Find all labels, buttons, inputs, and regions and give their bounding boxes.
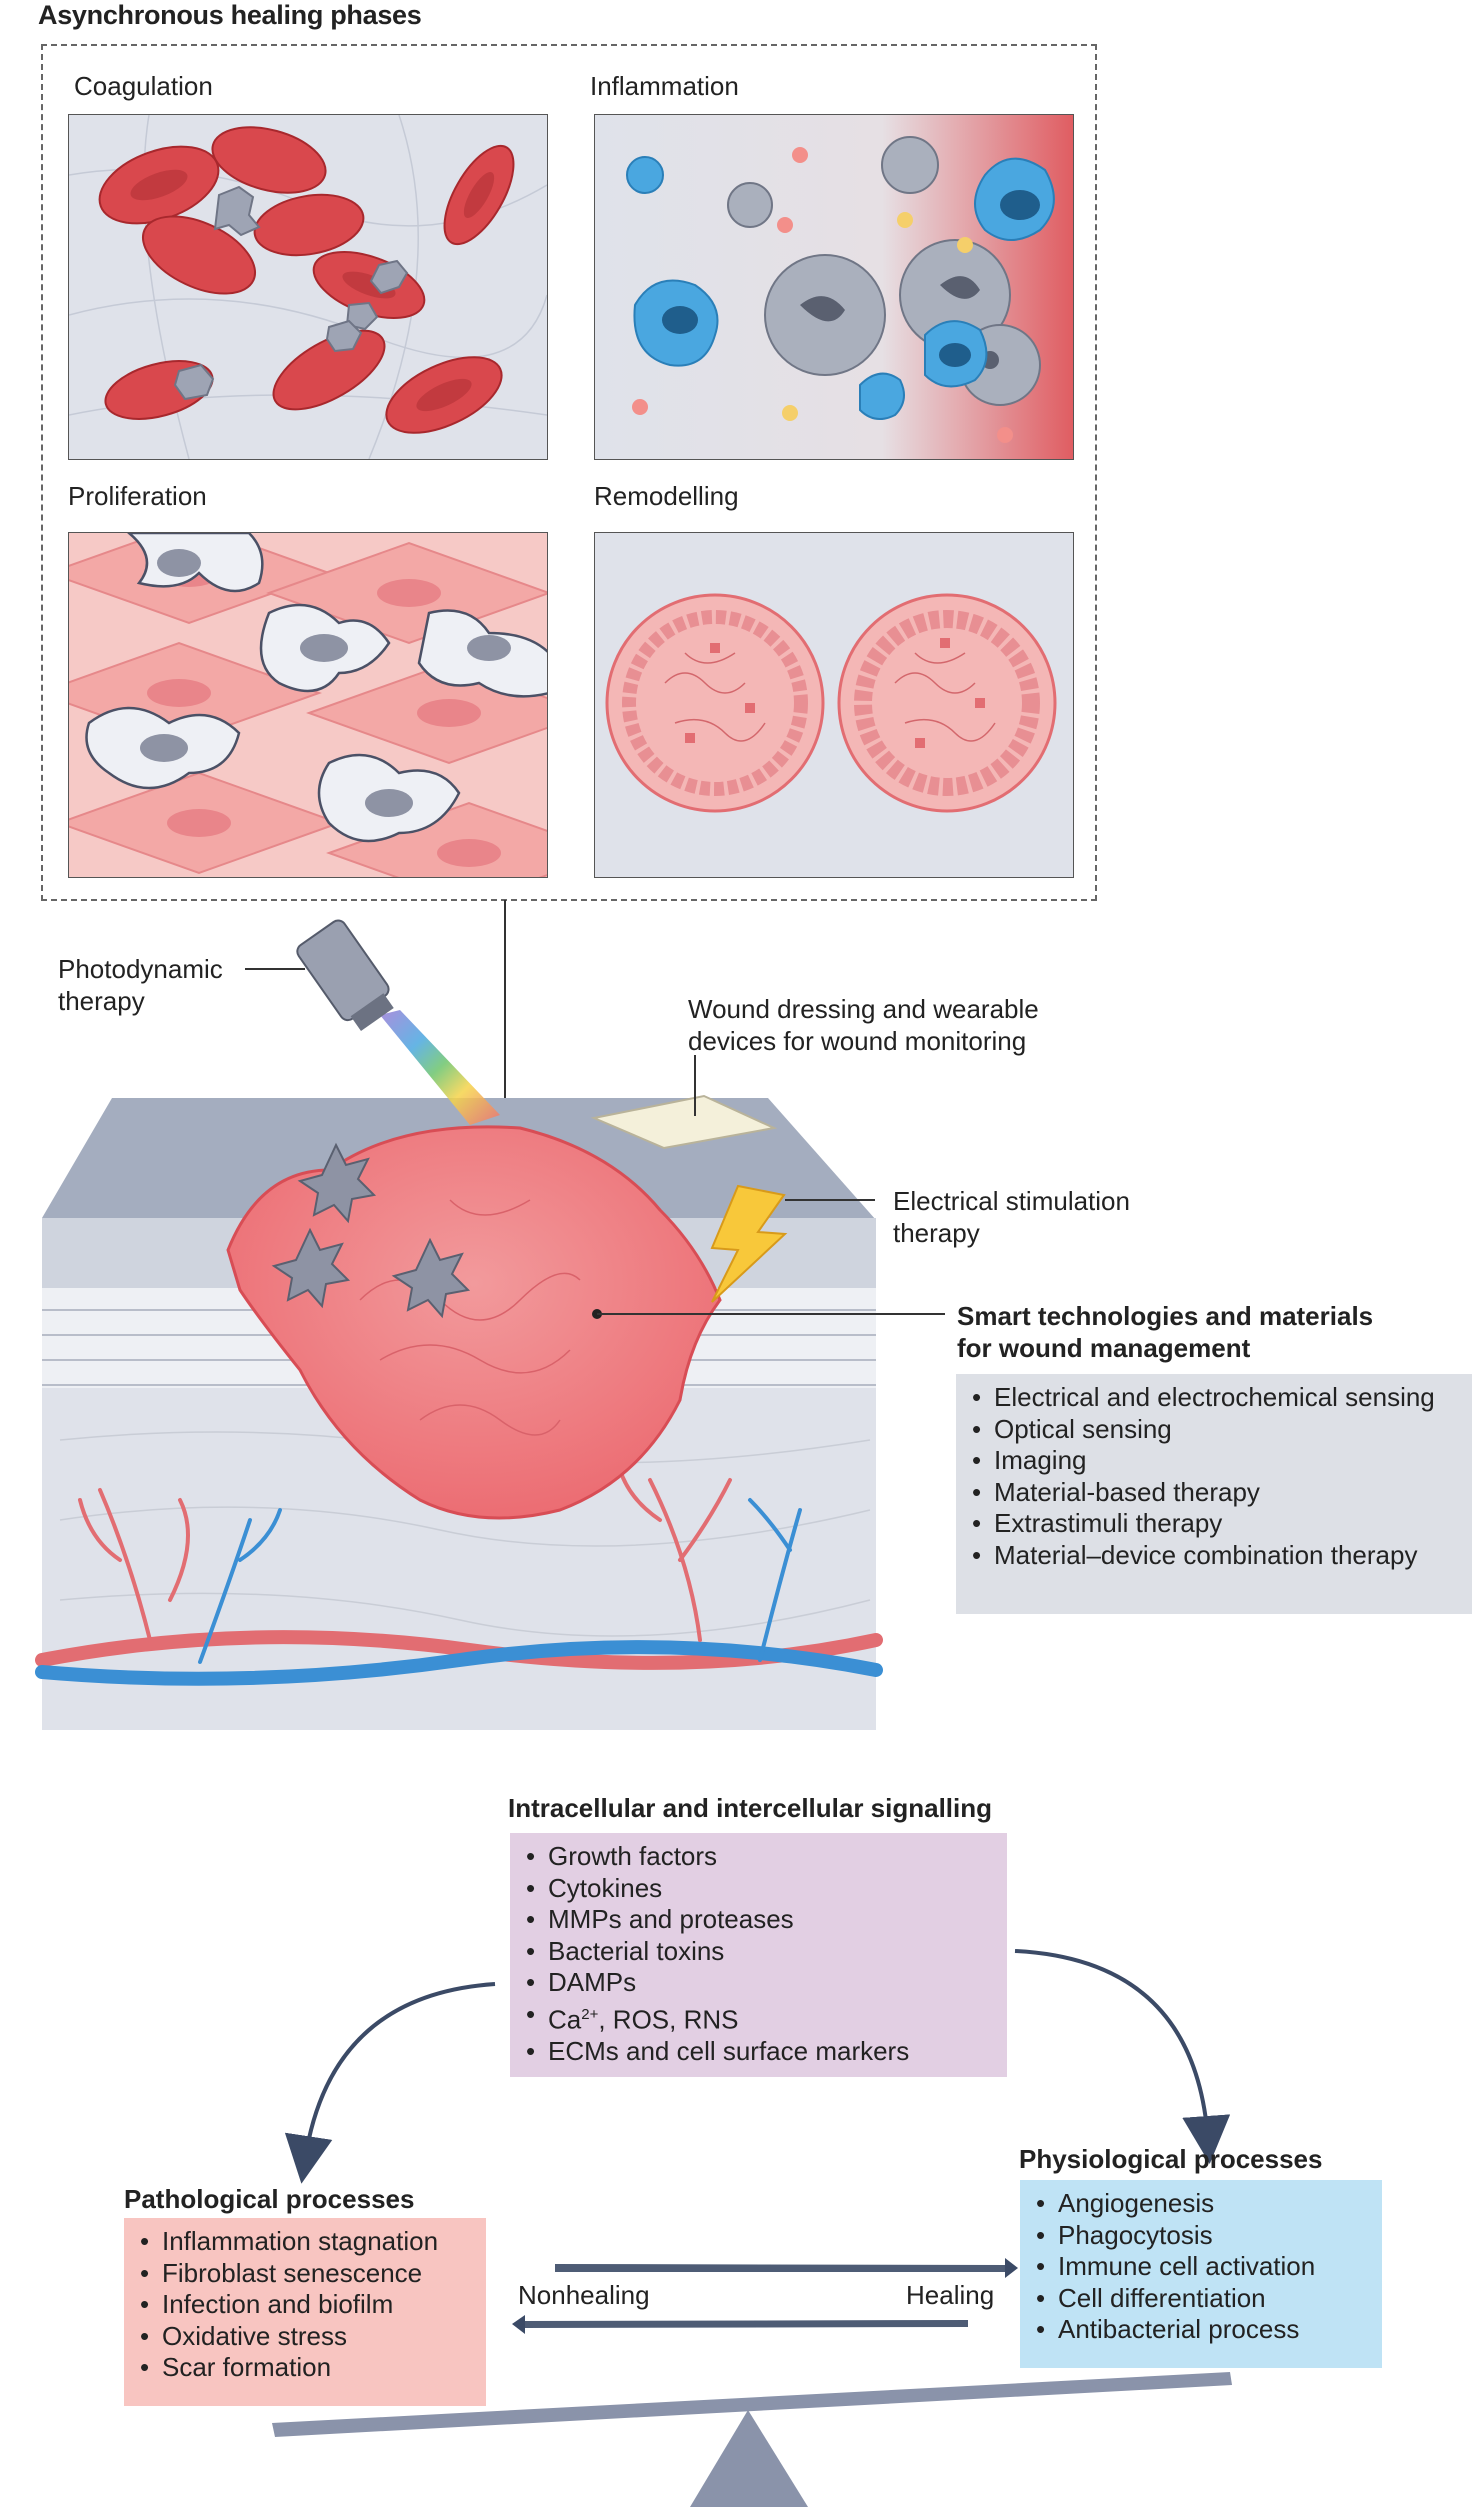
healing-label: Healing — [906, 2280, 995, 2310]
healing-arrow-shaft — [555, 2264, 1005, 2272]
stem-cells — [85, 533, 547, 843]
smart-item: Material–device combination therapy — [972, 1540, 1456, 1572]
nonhealing-arrowhead — [512, 2315, 525, 2334]
nonhealing-label: Nonhealing — [518, 2280, 650, 2310]
signalling-item: Growth factors — [526, 1841, 991, 1873]
remodelling-panel — [594, 532, 1074, 878]
pathological-item: Scar formation — [140, 2352, 470, 2384]
smart-item: Extrastimuli therapy — [972, 1508, 1456, 1540]
smart-title-line1: Smart technologies and materials — [957, 1301, 1374, 1331]
balance-fulcrum — [690, 2410, 808, 2507]
physiological-item: Phagocytosis — [1036, 2220, 1366, 2252]
physiological-title: Physiological processes — [1019, 2144, 1323, 2174]
wound-dressing-icon — [590, 1094, 778, 1150]
signalling-box: Growth factors Cytokines MMPs and protea… — [510, 1833, 1007, 2077]
proliferation-panel — [68, 532, 548, 878]
tissue-cross-sections — [605, 593, 1057, 813]
pathological-title: Pathological processes — [124, 2184, 415, 2214]
pathological-item: Oxidative stress — [140, 2321, 470, 2353]
ca-rest: , ROS, RNS — [598, 2004, 739, 2035]
physiological-item: Antibacterial process — [1036, 2314, 1366, 2346]
signalling-item: Cytokines — [526, 1873, 991, 1905]
physiological-item: Cell differentiation — [1036, 2283, 1366, 2315]
dressing-label-line1: Wound dressing and wearable — [688, 994, 1039, 1024]
wound-bed — [226, 1125, 722, 1520]
phase-label-proliferation: Proliferation — [68, 481, 207, 511]
photodynamic-device-icon — [296, 919, 500, 1125]
balance-beam — [272, 2372, 1232, 2437]
pathological-box: Inflammation stagnation Fibroblast senes… — [124, 2218, 486, 2406]
wound-cells — [271, 1142, 471, 1319]
smart-technologies-box: Electrical and electrochemical sensing O… — [956, 1374, 1472, 1614]
arrow-to-physiological — [1014, 1949, 1231, 2164]
healing-arrowhead — [1005, 2258, 1018, 2278]
phase-label-inflammation: Inflammation — [590, 71, 739, 101]
pathological-item: Infection and biofilm — [140, 2289, 470, 2321]
ca-superscript: 2+ — [581, 2005, 599, 2023]
pathological-item: Fibroblast senescence — [140, 2258, 470, 2290]
lightning-bolt-icon — [710, 1184, 788, 1303]
phases-frame — [41, 44, 1097, 901]
inflammation-panel — [594, 114, 1074, 460]
signalling-item: ECMs and cell surface markers — [526, 2036, 991, 2068]
signalling-item: Bacterial toxins — [526, 1936, 991, 1968]
blood-vessels — [35, 1468, 883, 1686]
photodynamic-label-line1: Photodynamic — [58, 954, 223, 984]
smart-item: Optical sensing — [972, 1414, 1456, 1446]
physiological-box: Angiogenesis Phagocytosis Immune cell ac… — [1020, 2180, 1382, 2368]
platelets — [173, 185, 409, 401]
phase-label-remodelling: Remodelling — [594, 481, 739, 511]
photodynamic-label-line2: therapy — [58, 986, 145, 1016]
smart-item: Imaging — [972, 1445, 1456, 1477]
signalling-item: MMPs and proteases — [526, 1904, 991, 1936]
page-title: Asynchronous healing phases — [38, 0, 422, 30]
physiological-item: Immune cell activation — [1036, 2251, 1366, 2283]
physiological-item: Angiogenesis — [1036, 2188, 1366, 2220]
signalling-item: DAMPs — [526, 1967, 991, 1999]
signalling-molecules — [632, 147, 1013, 443]
smart-title-line2: for wound management — [957, 1333, 1251, 1363]
coagulation-panel — [68, 114, 548, 460]
pathological-item: Inflammation stagnation — [140, 2226, 470, 2258]
signalling-title: Intracellular and intercellular signalli… — [508, 1793, 993, 1823]
nonhealing-arrow-shaft — [525, 2320, 968, 2328]
smart-item: Electrical and electrochemical sensing — [972, 1382, 1456, 1414]
signalling-item-ca: Ca2+, ROS, RNS — [526, 1999, 991, 2036]
dressing-label-line2: devices for wound monitoring — [688, 1026, 1027, 1056]
electrical-label-line1: Electrical stimulation — [893, 1186, 1130, 1216]
phase-label-coagulation: Coagulation — [74, 71, 213, 101]
ca-base: Ca — [548, 2004, 582, 2035]
smart-item: Material-based therapy — [972, 1477, 1456, 1509]
electrical-label-line2: therapy — [893, 1218, 980, 1248]
arrow-to-pathological — [284, 1982, 496, 2184]
